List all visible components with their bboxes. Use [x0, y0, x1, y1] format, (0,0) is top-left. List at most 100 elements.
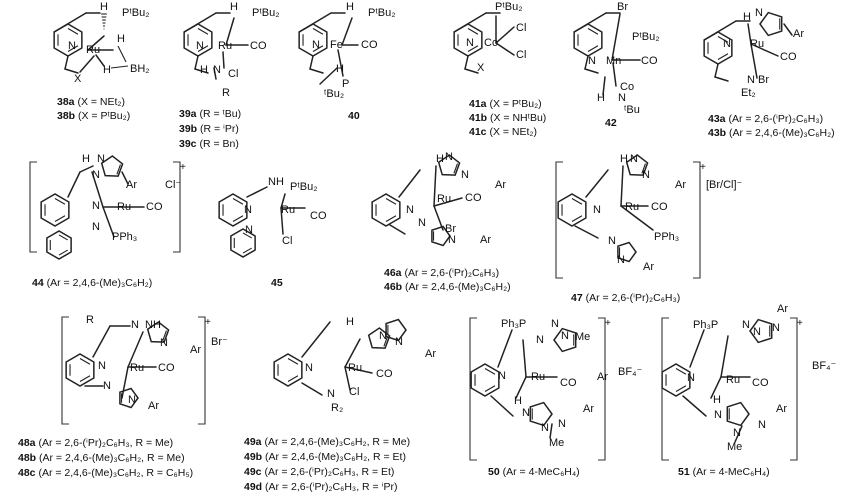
atom-label: Ru	[348, 362, 362, 374]
compound-number: 51	[678, 466, 690, 478]
atom-label: N	[92, 221, 100, 233]
bond	[497, 329, 513, 368]
atom-label: N	[103, 380, 111, 392]
bond	[587, 45, 599, 52]
compound-number: 39b	[179, 123, 198, 135]
atom-label: N	[687, 372, 695, 384]
pyridine-ring	[40, 193, 70, 227]
bond	[464, 68, 479, 74]
bracket-right	[198, 316, 206, 425]
heteroaryl-ring	[100, 155, 124, 177]
atom-label: H	[336, 63, 344, 75]
substituent-list: (Ar = 2,6-(ⁱPr)₂C₆H₃)	[582, 292, 681, 304]
heteroaryl-ring	[431, 225, 451, 247]
compound-number: 40	[348, 110, 360, 122]
bond	[79, 375, 91, 382]
bond	[95, 54, 105, 67]
substituent-list: (Ar = 2,4,6-(Me)₃C₆H₂)	[726, 127, 835, 139]
atom-label: Br	[617, 1, 628, 13]
compound-number: 39a	[179, 108, 197, 120]
compound-number: 42	[605, 117, 617, 129]
compound-number: 48b	[18, 452, 37, 464]
bond	[585, 169, 609, 198]
compound-caption: 49c (Ar = 2,6-(ⁱPr)₂C₆H₃, R = Et)	[244, 466, 394, 479]
bracket-left	[61, 316, 69, 425]
bond	[301, 321, 331, 358]
bond	[398, 169, 421, 198]
bond	[484, 368, 496, 375]
bond	[54, 198, 66, 205]
atom-label: N	[755, 7, 763, 19]
atom-label: N	[714, 409, 722, 421]
bond	[571, 198, 583, 205]
compound-number: 46b	[384, 281, 403, 293]
bond	[573, 12, 607, 33]
atom-label: N	[733, 427, 741, 439]
compound-number: 38b	[57, 110, 76, 122]
atom-label: BH₂	[130, 63, 150, 75]
bond	[383, 336, 388, 347]
pyridine-ring	[46, 230, 72, 260]
bond	[301, 382, 323, 396]
atom-label: Mn	[606, 55, 621, 67]
bond	[495, 42, 515, 56]
bond	[641, 163, 646, 174]
compound-number: 43b	[708, 127, 727, 139]
heteroaryl-ring	[146, 321, 170, 343]
bond	[58, 234, 69, 241]
bond	[197, 28, 209, 35]
atom-label: N	[747, 74, 755, 86]
atom-label: N	[536, 334, 544, 346]
atom-label: CO	[158, 362, 175, 374]
bond	[91, 171, 104, 208]
heteroaryl-ring	[119, 387, 139, 409]
atom-label: Ru	[726, 374, 740, 386]
substituent-list: (Ar = 2,6-(ⁱPr)₂C₆H₃)	[725, 113, 824, 125]
bond	[783, 23, 793, 36]
atom-label: N	[448, 234, 456, 246]
charge-label: +	[700, 162, 706, 173]
bond	[385, 215, 397, 222]
charge-label: +	[205, 317, 211, 328]
heteroaryl-ring	[529, 401, 553, 427]
atom-label: Br	[445, 223, 456, 235]
bond	[620, 205, 654, 231]
pyridine-ring	[273, 353, 303, 387]
atom-label: N	[406, 204, 414, 216]
bond	[53, 12, 87, 33]
bracket-right	[598, 317, 606, 461]
pyridine-ring	[470, 363, 500, 397]
bond	[79, 165, 94, 173]
bond	[344, 366, 351, 391]
atom-label: BF₄⁻	[618, 366, 643, 378]
compound-caption: 39b (R = ⁱPr)	[179, 123, 239, 136]
atom-label: N	[445, 151, 453, 163]
atom-label: CO	[376, 368, 393, 380]
substituent-list: (Ar = 2,4,6-(Me)₃C₆H₂, R = Me)	[36, 452, 185, 464]
bond	[337, 49, 344, 77]
bond	[312, 28, 324, 35]
bond	[490, 395, 514, 417]
atom-label: N	[561, 330, 569, 342]
bond	[710, 376, 722, 399]
atom-label: CO	[310, 210, 327, 222]
atom-label: H	[597, 92, 605, 104]
pyridine-ring	[218, 193, 248, 227]
atom-label: N	[160, 337, 168, 349]
compound-caption: 39a (R = ᵗBu)	[179, 108, 241, 121]
atom-label: N	[466, 37, 474, 49]
bond	[467, 45, 479, 52]
heteroaryl-ring	[625, 154, 649, 176]
atom-label: CO	[146, 201, 163, 213]
atom-label: H	[713, 394, 721, 406]
atom-label: N	[608, 235, 616, 247]
atom-label: H	[743, 11, 751, 23]
bond	[242, 247, 253, 254]
bond	[389, 224, 406, 235]
bond	[298, 12, 332, 33]
bond	[194, 68, 209, 74]
atom-label: Ph₃P	[501, 318, 526, 330]
atom-label: Ru	[281, 204, 295, 216]
bond	[222, 51, 225, 69]
atom-label: H	[117, 33, 125, 45]
